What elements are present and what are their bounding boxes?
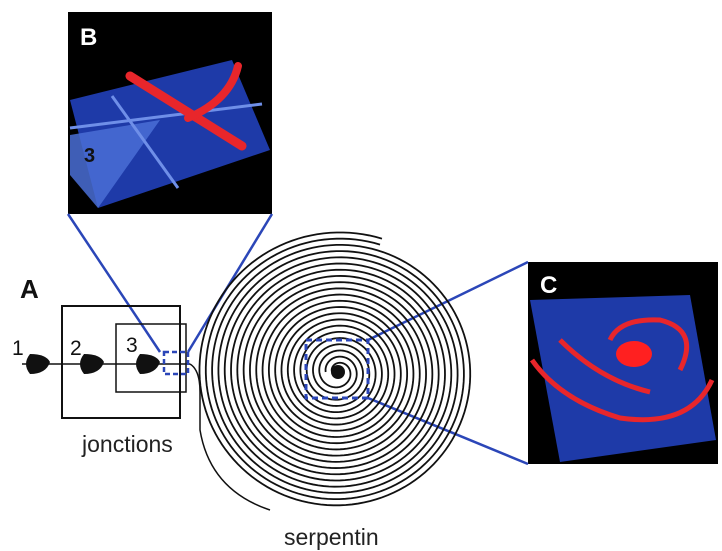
inset-c-letter: C	[540, 272, 557, 299]
inlet-drop-2	[80, 354, 104, 374]
connector-b-left	[66, 213, 162, 353]
inset-c: C	[528, 262, 718, 464]
spiral-feed-line	[189, 363, 271, 511]
inset-b-red-channel	[125, 71, 247, 151]
outer-junction-box	[61, 305, 181, 419]
junction-number-1: 1	[12, 337, 24, 360]
spiral-channel-return	[198, 231, 472, 507]
inset-c-central-reservoir	[616, 341, 652, 367]
inset-b-letter: B	[80, 24, 97, 51]
inset-b-number: 3	[84, 145, 95, 167]
spiral-outlet	[331, 365, 345, 379]
inset-b-channel-funnel	[70, 120, 160, 208]
spiral-zoom-box	[304, 338, 370, 400]
inner-junction-box	[115, 323, 187, 393]
panel-a-letter: A	[20, 274, 39, 304]
inset-c-red-arc-3	[607, 317, 690, 372]
inset-b-vertical-channel	[110, 95, 180, 189]
connector-c-bottom	[367, 396, 529, 466]
caption-junctions: jonctions	[81, 431, 173, 457]
inlet-drop-3	[136, 354, 160, 374]
inset-c-red-arc-2	[529, 358, 715, 423]
inset-c-red-arc-1	[558, 338, 651, 395]
inlet-drop-1	[26, 354, 50, 374]
inset-b-red-branch	[184, 62, 242, 122]
connector-b-right	[186, 213, 274, 353]
inset-b: B 3	[68, 12, 272, 214]
junction-number-2: 2	[70, 337, 82, 360]
inset-c-plate	[530, 295, 716, 462]
inset-b-horizontal-channel	[69, 102, 263, 130]
spiral: serpentin	[189, 231, 472, 550]
junction-number-3: 3	[126, 334, 138, 357]
caption-spiral: serpentin	[284, 524, 379, 550]
junction-area: A 1 2 3 jonctions	[12, 274, 190, 457]
junction-zoom-box	[162, 350, 190, 376]
